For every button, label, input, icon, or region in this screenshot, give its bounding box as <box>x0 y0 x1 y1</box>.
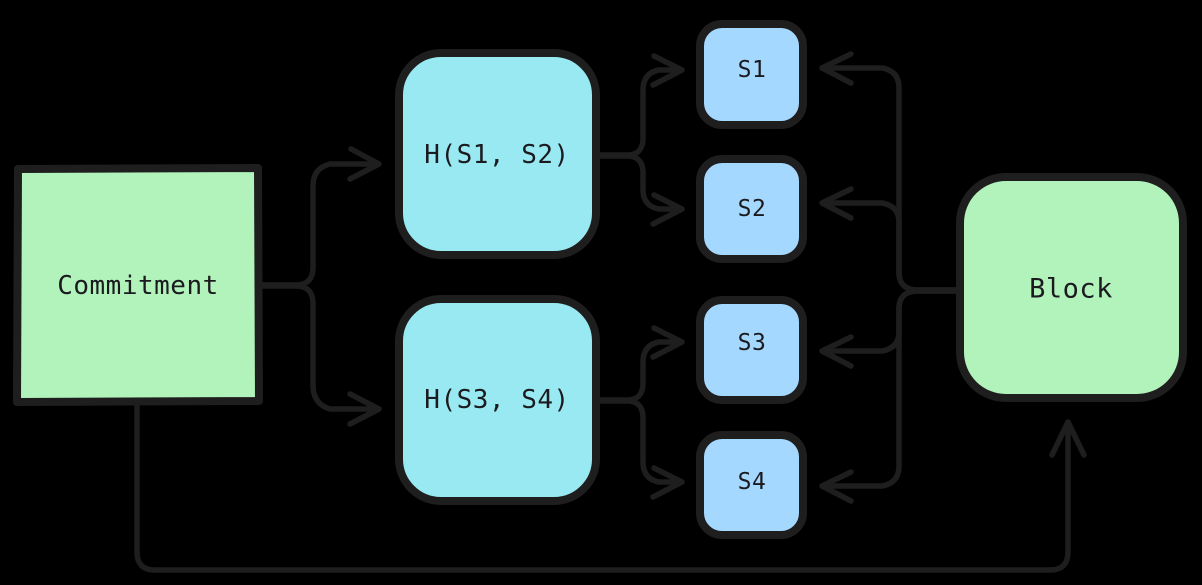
edge-block-to-s4[interactable] <box>819 288 959 504</box>
s4-label: S4 <box>738 469 767 495</box>
edge-block-to-s2[interactable] <box>819 186 959 293</box>
edge-layer <box>134 51 1087 573</box>
edge-commitment-to-hash12[interactable] <box>259 146 382 288</box>
node-s2[interactable]: S2 <box>696 155 807 263</box>
s2-label: S2 <box>738 196 767 222</box>
node-commitment[interactable]: Commitment <box>13 164 263 406</box>
commitment-label: Commitment <box>57 271 219 301</box>
s2-shape <box>696 155 807 263</box>
hash-s1-s2-shape <box>395 49 600 259</box>
hash-s3-s4-shape <box>395 295 600 505</box>
edge-hash12-to-s2[interactable] <box>596 153 685 227</box>
edge-block-to-s1[interactable] <box>819 51 959 293</box>
s3-label: S3 <box>738 330 767 356</box>
edge-hash34-to-s4[interactable] <box>596 398 685 500</box>
edge-block-to-s3[interactable] <box>819 288 959 369</box>
s4-shape <box>696 431 807 539</box>
block-label: Block <box>1029 274 1113 305</box>
node-layer: Commitment H(S1, S2) H(S3, S4) S1 S2 S3 <box>13 20 1187 539</box>
node-s3[interactable]: S3 <box>696 296 807 404</box>
commitment-shape <box>13 164 263 406</box>
block-shape <box>956 173 1187 402</box>
edge-commitment-to-block[interactable] <box>134 401 1087 573</box>
node-hash-s3-s4[interactable]: H(S3, S4) <box>395 295 600 505</box>
node-s4[interactable]: S4 <box>696 431 807 539</box>
edge-hash12-to-s1[interactable] <box>596 53 685 158</box>
node-s1[interactable]: S1 <box>696 20 807 129</box>
hash-s3-s4-label: H(S3, S4) <box>424 385 569 415</box>
node-block[interactable]: Block <box>956 173 1187 402</box>
s1-label: S1 <box>738 57 767 83</box>
s1-shape <box>696 20 807 129</box>
hash-s1-s2-label: H(S1, S2) <box>424 140 569 170</box>
edge-commitment-to-hash34[interactable] <box>259 283 382 427</box>
node-hash-s1-s2[interactable]: H(S1, S2) <box>395 49 600 259</box>
s3-shape <box>696 296 807 404</box>
edge-hash34-to-s3[interactable] <box>596 325 685 403</box>
